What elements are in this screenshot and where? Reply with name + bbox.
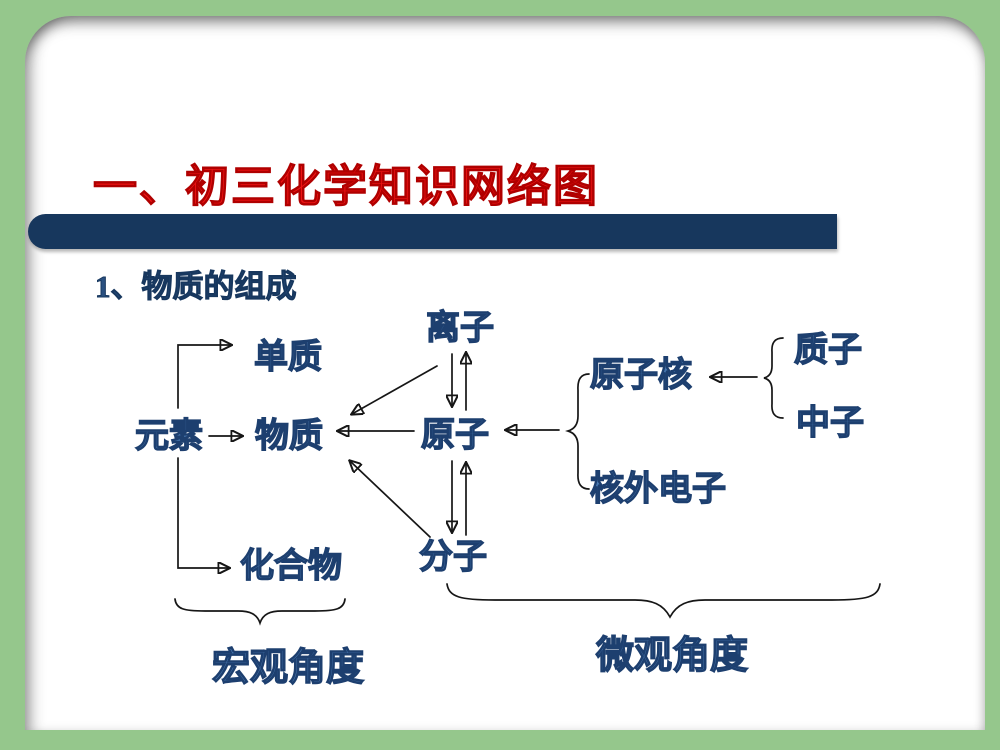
node-zhongzi: 中子 — [795, 405, 864, 442]
node-zhizi: 质子 — [793, 332, 862, 369]
node-yuansu: 元素 — [134, 418, 203, 455]
node-danzhi: 单质 — [253, 339, 322, 376]
section-heading: 1、物质的组成 — [95, 269, 297, 305]
slide-panel — [25, 16, 985, 730]
node-yuanzihe: 原子核 — [589, 357, 692, 394]
slide-title: 一、初三化学知识网络图 — [92, 161, 599, 211]
group-label-macro: 宏观角度 — [211, 647, 365, 689]
title-underline-bar — [28, 214, 837, 249]
node-huahewu: 化合物 — [239, 548, 342, 585]
node-fenzi: 分子 — [418, 539, 487, 576]
group-label-micro: 微观角度 — [595, 635, 749, 677]
node-hewaidianzi: 核外电子 — [589, 471, 726, 508]
node-lizi: 离子 — [425, 310, 494, 347]
node-yuanzi: 原子 — [420, 417, 489, 454]
node-wuzhi: 物质 — [254, 418, 323, 455]
